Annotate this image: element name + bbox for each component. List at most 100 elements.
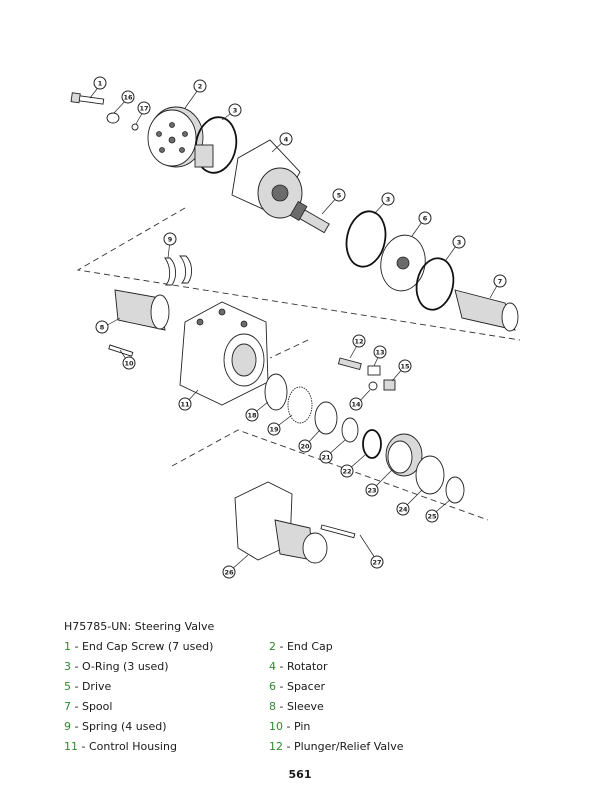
callout-3c: 3	[452, 235, 466, 249]
svg-text:13: 13	[375, 349, 384, 357]
legend-number: 6	[269, 680, 276, 693]
legend-label: - Rotator	[276, 660, 328, 673]
svg-text:27: 27	[372, 559, 381, 567]
sleeve	[114, 289, 170, 331]
svg-text:22: 22	[342, 468, 351, 476]
callout-23: 23	[365, 483, 379, 497]
legend-item: 10 - Pin	[269, 720, 474, 733]
callout-11: 11	[178, 397, 192, 411]
legend-number: 7	[64, 700, 71, 713]
spring-13	[367, 365, 381, 376]
o-ring-1	[194, 116, 238, 174]
exploded-parts-diagram: 1 16 17 2 3 4 5 3 6 3 9 7 8 10 12 13 15 …	[70, 76, 521, 579]
svg-text:8: 8	[100, 324, 105, 332]
legend-item: 4 - Rotator	[269, 660, 474, 673]
svg-text:1: 1	[98, 80, 103, 88]
svg-text:7: 7	[498, 278, 503, 286]
callout-1: 1	[93, 76, 107, 90]
o-ring-3	[415, 257, 455, 311]
legend-label: - Spool	[71, 700, 113, 713]
legend-label: - O-Ring (3 used)	[71, 660, 169, 673]
svg-text:14: 14	[351, 401, 361, 409]
legend-item: 2 - End Cap	[269, 640, 474, 653]
legend-item: 7 - Spool	[64, 700, 269, 713]
callout-18: 18	[245, 408, 259, 422]
svg-text:15: 15	[400, 363, 410, 371]
callout-2: 2	[193, 79, 207, 93]
svg-text:2: 2	[198, 83, 203, 91]
legend-label: - Control Housing	[78, 740, 177, 753]
ring-21	[341, 417, 359, 443]
svg-text:26: 26	[224, 569, 234, 577]
svg-text:24: 24	[398, 506, 408, 514]
legend-label: - End Cap Screw (7 used)	[71, 640, 214, 653]
springs	[164, 255, 193, 286]
svg-text:18: 18	[247, 412, 257, 420]
callout-9: 9	[163, 232, 177, 246]
legend-number: 9	[64, 720, 71, 733]
legend-number: 1	[64, 640, 71, 653]
end-cap-screw	[70, 92, 105, 105]
legend-item: 6 - Spacer	[269, 680, 474, 693]
plug-15	[383, 379, 396, 391]
legend-label: - Pin	[283, 720, 311, 733]
ring-25	[445, 476, 465, 504]
callout-20: 20	[298, 439, 312, 453]
legend-number: 12	[269, 740, 283, 753]
legend-label: - Spring (4 used)	[71, 720, 167, 733]
legend-number: 2	[269, 640, 276, 653]
callout-22: 22	[340, 464, 354, 478]
svg-text:5: 5	[337, 192, 342, 200]
svg-text:19: 19	[269, 426, 279, 434]
callout-21: 21	[319, 450, 333, 464]
ring-18	[264, 373, 288, 411]
svg-text:25: 25	[427, 513, 437, 521]
callout-12: 12	[352, 334, 366, 348]
legend-label: - Spacer	[276, 680, 326, 693]
o-ring-2	[345, 210, 387, 268]
figure-caption: H75785-UN: Steering Valve	[64, 620, 215, 633]
callout-17: 17	[137, 101, 151, 115]
legend-number: 5	[64, 680, 71, 693]
legend-label: - Plunger/Relief Valve	[283, 740, 404, 753]
o-ring-22	[362, 429, 382, 459]
legend-item: 1 - End Cap Screw (7 used)	[64, 640, 269, 653]
svg-text:10: 10	[124, 360, 134, 368]
legend-item: 12 - Plunger/Relief Valve	[269, 740, 474, 753]
callout-4: 4	[279, 132, 293, 146]
callout-14: 14	[349, 397, 363, 411]
leader-lines	[89, 84, 500, 572]
rotator	[194, 139, 303, 219]
end-cap	[147, 106, 204, 168]
svg-text:17: 17	[139, 105, 148, 113]
svg-text:20: 20	[300, 443, 310, 451]
legend-item: 9 - Spring (4 used)	[64, 720, 269, 733]
callout-26: 26	[222, 565, 236, 579]
legend-number: 11	[64, 740, 78, 753]
callout-27: 27	[370, 555, 384, 569]
callout-3a: 3	[228, 103, 242, 117]
legend-number: 8	[269, 700, 276, 713]
svg-text:3: 3	[386, 196, 391, 204]
washer-part	[106, 112, 120, 124]
legend-item: 3 - O-Ring (3 used)	[64, 660, 269, 673]
legend-item: 5 - Drive	[64, 680, 269, 693]
svg-text:16: 16	[123, 94, 133, 102]
drive	[289, 200, 330, 234]
ring-19	[287, 386, 313, 424]
svg-text:12: 12	[354, 338, 363, 346]
callout-16: 16	[121, 90, 135, 104]
ring-24	[415, 455, 445, 495]
legend-number: 4	[269, 660, 276, 673]
callout-7: 7	[493, 274, 507, 288]
control-housing	[179, 301, 269, 406]
svg-text:3: 3	[233, 107, 238, 115]
bolt-27	[320, 524, 356, 539]
legend-label: - End Cap	[276, 640, 333, 653]
callout-6: 6	[418, 211, 432, 225]
legend-number: 3	[64, 660, 71, 673]
legend-label: - Drive	[71, 680, 112, 693]
legend-item: 11 - Control Housing	[64, 740, 269, 753]
callout-3b: 3	[381, 192, 395, 206]
page-number: 561	[288, 768, 312, 781]
